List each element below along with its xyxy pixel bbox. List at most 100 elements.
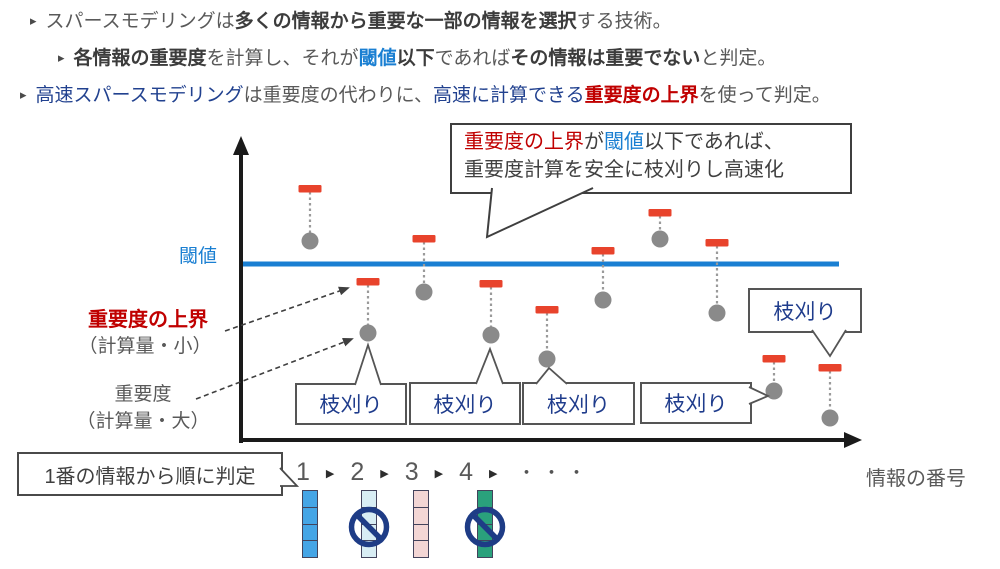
upper-bound-dash-7	[648, 209, 672, 217]
importance-dot-3	[415, 283, 433, 301]
bar-segment	[413, 490, 429, 508]
info-bar-4	[477, 490, 493, 558]
upper-bound-label: 重要度の上界	[88, 309, 208, 331]
text-segment: 高速スパースモデリング	[35, 85, 244, 106]
prune-box-4: 枝刈り	[640, 382, 752, 424]
order-note-box: 1番の情報から順に判定	[17, 452, 283, 496]
importance-dot-1	[301, 232, 319, 250]
x-axis-label: 情報の番号	[866, 468, 966, 490]
text-segment: 高速に計算できる	[433, 85, 585, 106]
bar-segment	[361, 523, 377, 542]
upper-bound-dash-8	[705, 239, 729, 247]
upper-bound-dash-10	[818, 364, 842, 372]
prune-label: 枝刈り	[773, 300, 837, 324]
arrow-right-icon: ▶	[434, 467, 444, 480]
bar-segment	[413, 523, 429, 542]
prune-label: 枝刈り	[319, 394, 383, 417]
text-segment: であれば	[434, 48, 511, 69]
text-segment: 閾値	[358, 48, 397, 69]
prune-box-2-tail	[475, 346, 504, 385]
upper-bound-arrow	[224, 286, 350, 332]
info-bar-3	[413, 490, 429, 558]
importance-dot-6	[594, 291, 612, 309]
header-line-2: ▸ 各情報の重要度を計算し、それが閾値以下であればその情報は重要でないと判定。	[58, 45, 776, 72]
bar-segment	[361, 490, 377, 508]
upper-bound-dash-6	[591, 247, 615, 255]
text-segment: を計算し、それが	[206, 48, 359, 69]
prune-box-5-tail	[811, 329, 847, 358]
bar-segment	[302, 540, 318, 558]
upper-bound-dash-9	[762, 355, 786, 363]
prune-box-1-tail	[354, 342, 382, 386]
importance-dot-8	[708, 304, 726, 322]
importance-label: 重要度	[114, 384, 172, 405]
callout-line-1: 重要度の上界が閾値以下であれば、	[464, 128, 850, 156]
upper-bound-note: （計算量・小）	[78, 336, 212, 357]
text-segment: 以下	[396, 48, 435, 69]
prune-label: 枝刈り	[664, 393, 728, 416]
bullet-triangle-icon: ▸	[20, 87, 27, 102]
bullet-triangle-icon: ▸	[30, 13, 37, 28]
text-segment: 多くの情報から重要な一部の情報を選択	[234, 11, 577, 32]
text-segment: 各情報の重要度	[73, 48, 207, 69]
bar-segment	[302, 490, 318, 508]
info-bar-2	[361, 490, 377, 558]
bar-segment	[477, 523, 493, 542]
y-axis-arrowhead-icon	[233, 136, 249, 155]
importance-dot-5	[538, 350, 556, 368]
prune-box-1: 枝刈り	[295, 383, 407, 425]
text-segment: 閾値	[604, 131, 644, 153]
bar-segment	[413, 540, 429, 558]
text-segment: が	[584, 131, 604, 153]
header-line-1: ▸ スパースモデリングは多くの情報から重要な一部の情報を選択する技術。	[30, 8, 672, 35]
upper-bound-dash-1	[298, 185, 322, 193]
callout-tail	[485, 187, 594, 239]
arrow-right-icon: ▶	[380, 467, 389, 480]
text-segment: 重要度の上界	[584, 85, 699, 106]
bullet-triangle-icon: ▸	[58, 50, 65, 65]
text-segment: スパースモデリングは	[45, 11, 235, 32]
importance-note: （計算量・大）	[76, 411, 210, 432]
info-bar-1	[302, 490, 318, 558]
x-axis-arrowhead-icon	[844, 432, 862, 448]
sequence-ellipsis: ・・・	[517, 463, 593, 483]
sequence-number-2: 2	[350, 457, 365, 486]
upper-bound-dash-4	[479, 280, 503, 288]
importance-dot-7	[651, 230, 669, 248]
importance-dot-4	[482, 326, 500, 344]
prune-label: 枝刈り	[547, 393, 610, 417]
sequence-number-4: 4	[459, 457, 474, 486]
sequence-row: 1▶2▶3▶4▶・・・	[296, 456, 593, 488]
bar-segment	[302, 523, 318, 542]
callout-line-2: 重要度計算を安全に枝刈りし高速化	[464, 159, 784, 181]
upper-bound-dash-2	[356, 278, 380, 286]
arrow-right-icon: ▶	[489, 467, 498, 480]
upper-bound-dash-3	[412, 235, 436, 243]
text-segment: を使って判定。	[698, 85, 831, 106]
importance-dot-2	[359, 324, 377, 342]
bar-segment	[361, 506, 377, 525]
bar-segment	[361, 540, 377, 558]
prune-box-2: 枝刈り	[409, 382, 521, 425]
prune-label: 枝刈り	[433, 393, 497, 417]
text-segment: 以下であれば、	[644, 131, 784, 153]
header-line-3: ▸ 高速スパースモデリングは重要度の代わりに、高速に計算できる重要度の上界を使って…	[20, 82, 831, 109]
text-segment: は重要度の代わりに、	[243, 85, 434, 106]
text-segment: その情報は重要でない	[510, 48, 701, 69]
sequence-number-3: 3	[404, 457, 419, 486]
sequence-number-1: 1	[296, 457, 310, 486]
callout-box: 重要度の上界が閾値以下であれば、 重要度計算を安全に枝刈りし高速化	[450, 123, 852, 194]
importance-dot-9	[765, 382, 783, 400]
order-note-label: 1番の情報から順に判定	[44, 465, 256, 488]
header-line-3-text: 高速スパースモデリングは重要度の代わりに、高速に計算できる重要度の上界を使って判…	[36, 85, 831, 106]
bar-segment	[477, 540, 493, 558]
bar-segment	[477, 506, 493, 525]
bar-segment	[477, 490, 493, 508]
header-line-2-text: 各情報の重要度を計算し、それが閾値以下であればその情報は重要でないと判定。	[74, 48, 777, 69]
prune-box-5: 枝刈り	[748, 288, 862, 333]
bar-segment	[302, 506, 318, 525]
text-segment: と判定。	[700, 48, 777, 69]
text-segment: する技術。	[576, 11, 672, 32]
header-line-1-text: スパースモデリングは多くの情報から重要な一部の情報を選択する技術。	[46, 11, 672, 32]
